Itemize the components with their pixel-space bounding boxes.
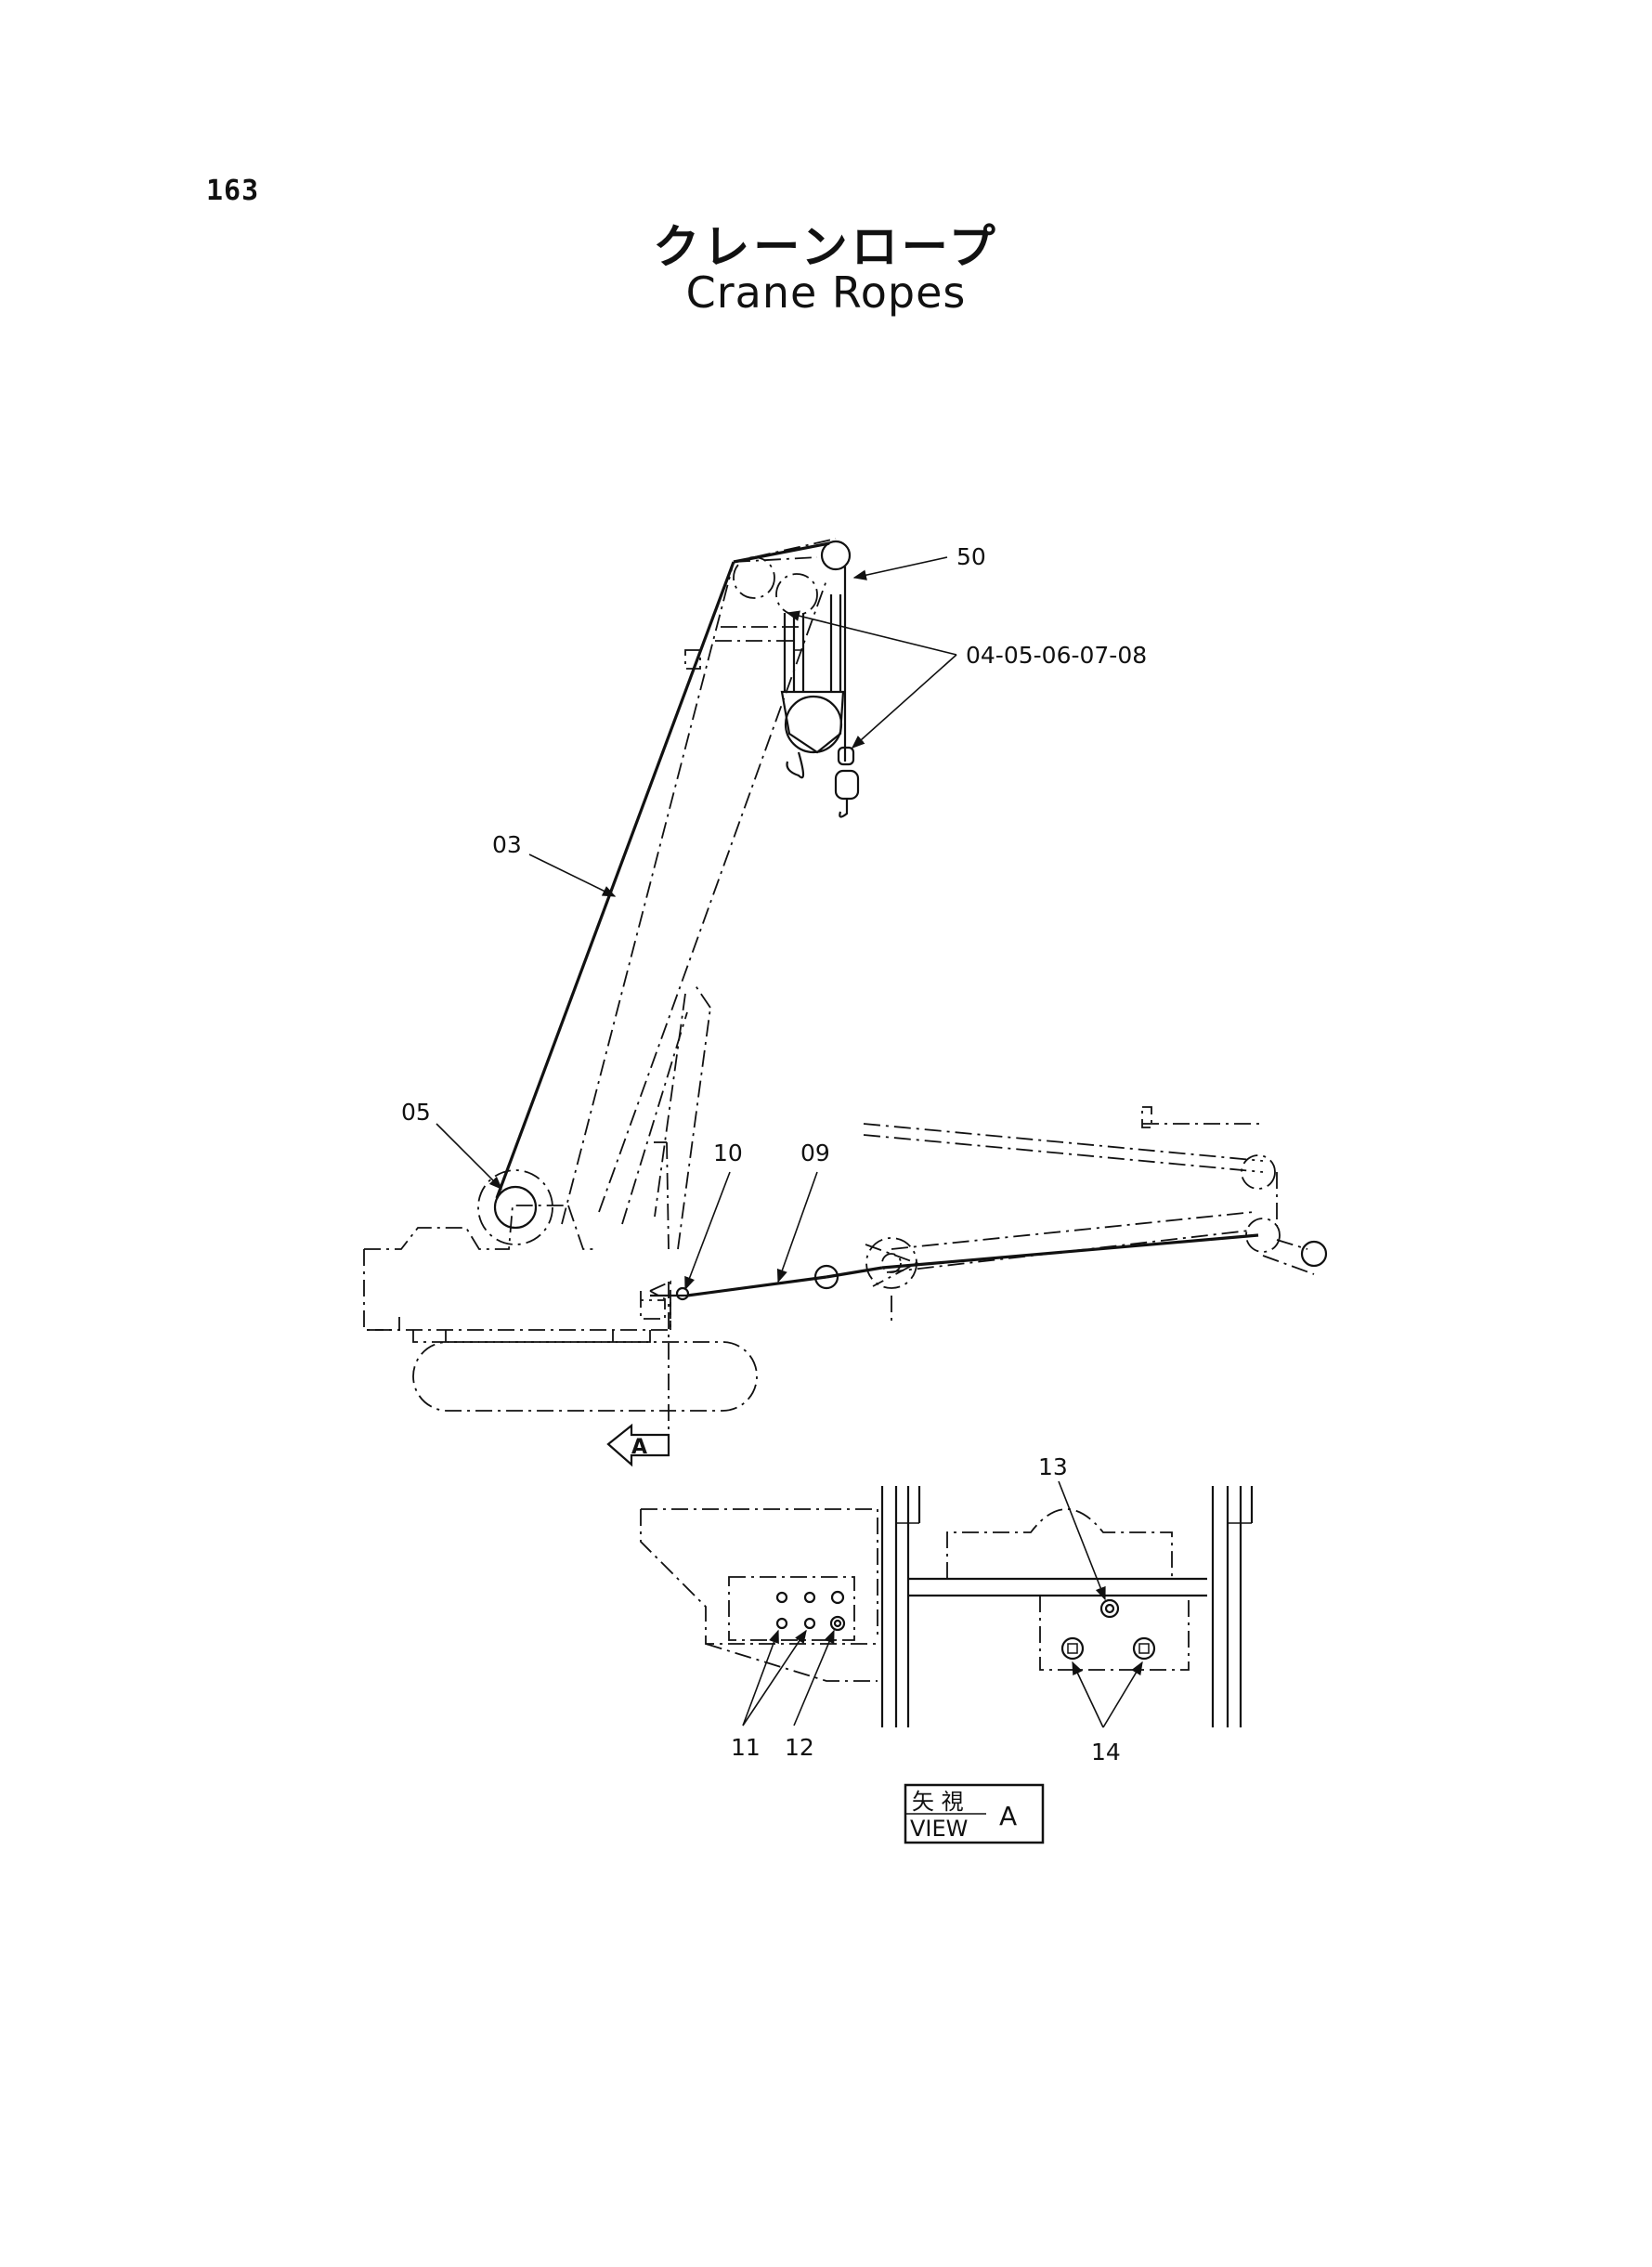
main-hook-block — [780, 594, 845, 779]
callout-03: 03 — [492, 831, 522, 858]
boom — [561, 556, 827, 1250]
view-a-callouts: 13 11 12 14 — [731, 1453, 1143, 1765]
view-label: VIEW — [910, 1816, 968, 1842]
pendant-rope — [650, 1233, 1259, 1301]
callout-10: 10 — [713, 1140, 743, 1166]
page-title: Crane Ropes — [685, 267, 967, 318]
view-label-letter: A — [999, 1801, 1017, 1831]
upper-structure — [363, 1205, 671, 1331]
page-number: 163 — [206, 175, 260, 207]
callout-12: 12 — [785, 1734, 814, 1761]
lowered-jib — [863, 1106, 1328, 1323]
callout-04-05-06-07-08: 04-05-06-07-08 — [966, 642, 1147, 669]
auxiliary-hook — [834, 567, 860, 818]
callouts: 50 04-05-06-07-08 03 05 10 09 — [401, 543, 1147, 1291]
view-a-marker: A — [606, 1282, 670, 1467]
hoist-rope — [495, 541, 830, 1199]
view-a-right-section — [946, 1486, 1254, 1727]
boom-foot-sheave — [477, 1169, 553, 1245]
view-arrow-letter: A — [631, 1436, 647, 1459]
crawler-track — [412, 1330, 758, 1412]
crane-machine: A — [363, 538, 1328, 1467]
callout-14: 14 — [1091, 1739, 1121, 1765]
callout-13: 13 — [1038, 1453, 1068, 1480]
view-a-label-box: 矢 視 VIEW A — [904, 1783, 1045, 1844]
callout-05: 05 — [401, 1099, 431, 1126]
view-a-left-section — [640, 1486, 921, 1727]
view-label-japanese: 矢 視 — [912, 1789, 964, 1815]
view-a-detail: 13 11 12 14 矢 視 VIEW A — [640, 1453, 1254, 1844]
callout-11: 11 — [731, 1734, 761, 1761]
callout-50: 50 — [956, 543, 986, 570]
view-a-cross-beam — [908, 1577, 1207, 1597]
callout-09: 09 — [800, 1140, 830, 1166]
page-title-japanese: クレーンロープ — [653, 220, 999, 274]
